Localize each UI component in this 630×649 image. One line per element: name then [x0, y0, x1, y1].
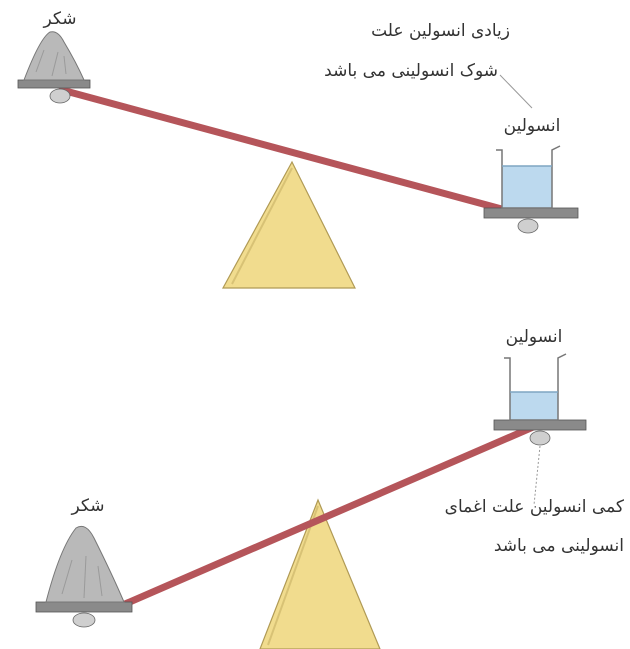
bottom-caption-line2: انسولینی می باشد	[494, 536, 624, 556]
top-sugar-label: شکر	[42, 9, 76, 29]
top-caption-line2: شوک انسولینی می باشد	[324, 61, 498, 81]
bottom-insulin-label: انسولین	[506, 327, 563, 347]
top-insulin-beaker	[484, 146, 578, 233]
top-balance-panel: شکر انسولین زیادی انسولین علت شوک انسولی…	[18, 9, 578, 288]
bottom-balance-panel: انسولین شکر کمی انسولین علت اغمای انسولی…	[36, 327, 625, 649]
top-fulcrum	[223, 162, 355, 288]
bottom-caption-line1: کمی انسولین علت اغمای	[445, 497, 625, 517]
bottom-insulin-beaker	[494, 354, 586, 445]
bottom-sugar-label: شکر	[70, 496, 104, 516]
top-caption-line1: زیادی انسولین علت	[371, 21, 510, 41]
top-caption-pointer	[500, 75, 532, 108]
bottom-sugar-pan	[36, 526, 132, 627]
top-insulin-label: انسولین	[504, 116, 561, 136]
